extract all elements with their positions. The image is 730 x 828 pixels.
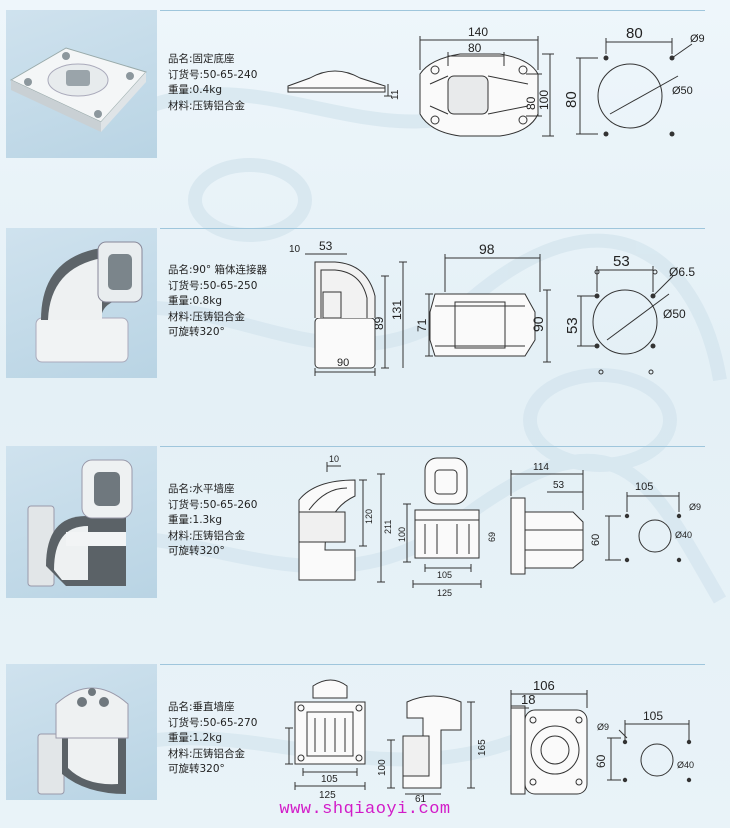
dim-label: 89 (372, 316, 386, 330)
dim-label: 60 (594, 754, 608, 768)
rotation-info: 可旋转320° (168, 545, 225, 557)
order-number: 订货号:50-65-250 (168, 279, 258, 292)
product-name: 品名:水平墙座 (168, 483, 235, 495)
dim-label: Ø6.5 (669, 265, 695, 279)
row-divider (160, 664, 705, 665)
dim-label: 106 (533, 678, 555, 693)
dim-label: Ø40 (677, 760, 694, 770)
dim-label: 10 (329, 454, 339, 464)
technical-drawing: 60 105 125 100 165 61 106 18 105 60 Ø9 Ø… (285, 678, 694, 802)
dim-label: 80 (468, 41, 482, 55)
product-name: 品名:固定底座 (168, 53, 235, 65)
product-name: 品名:垂直墙座 (168, 701, 235, 713)
dim-label: 114 (533, 462, 549, 473)
dim-label: 211 (383, 520, 393, 534)
product-name: 品名:90° 箱体连接器 (168, 264, 267, 276)
dim-label: 120 (364, 509, 374, 524)
weight: 重量:0.4kg (168, 84, 222, 96)
footer-url[interactable]: www.shqiaoyi.com (279, 800, 451, 819)
rotation-info: 可旋转320° (168, 763, 225, 775)
spec-block: 品名:水平墙座 订货号:50-65-260 重量:1.3kg 材料:压铸铝合金 … (168, 482, 257, 560)
product-photo (6, 446, 157, 598)
top-divider (160, 10, 705, 11)
material: 材料:压铸铝合金 (168, 310, 246, 323)
elbow-connector-photo-icon (35, 241, 143, 363)
dim-label: Ø9 (689, 502, 701, 512)
row-divider (160, 446, 705, 447)
dim-label: 90 (530, 316, 546, 332)
dim-label: 98 (479, 241, 495, 257)
row-divider (160, 228, 705, 229)
dim-label: Ø50 (663, 307, 686, 321)
dim-label: Ø50 (672, 85, 693, 97)
dim-label: Ø9 (597, 722, 609, 732)
dim-label: 60 (590, 534, 602, 546)
dim-label: 105 (635, 481, 653, 493)
technical-drawing: 10 53 89 131 90 98 71 90 53 53 Ø6.5 Ø50 (289, 239, 695, 376)
horizontal-wall-mount-photo-icon (27, 459, 133, 587)
product-photo (6, 10, 157, 158)
dim-label: 125 (437, 588, 452, 598)
weight: 重量:0.8kg (168, 295, 222, 307)
dim-label: Ø40 (675, 530, 692, 540)
rotation-info: 可旋转320° (168, 326, 225, 338)
dim-label: 61 (415, 794, 427, 802)
weight: 重量:1.3kg (168, 514, 222, 526)
order-number: 订货号:50-65-260 (168, 498, 258, 511)
dim-label: 53 (613, 253, 630, 270)
dim-label: 53 (319, 239, 333, 253)
dim-label: 80 (563, 91, 580, 108)
technical-drawing: 10 120 211 100 105 125 69 114 53 105 60 … (298, 454, 701, 598)
material: 材料:压铸铝合金 (168, 529, 246, 542)
dim-label: 105 (321, 774, 338, 785)
dim-label: 53 (553, 480, 565, 491)
product-photo (6, 228, 157, 378)
dim-label: 90 (337, 357, 349, 369)
weight: 重量:1.2kg (168, 732, 222, 744)
dim-label: 10 (289, 244, 301, 255)
dim-label: 125 (319, 790, 336, 801)
material: 材料:压铸铝合金 (168, 99, 246, 112)
order-number: 订货号:50-65-240 (168, 68, 258, 81)
dim-label: 105 (437, 570, 452, 580)
spec-block: 品名:90° 箱体连接器 订货号:50-65-250 重量:0.8kg 材料:压… (168, 263, 267, 341)
dim-label: 100 (397, 527, 407, 542)
dim-label: 80 (524, 96, 538, 110)
product-photo (6, 664, 157, 800)
dim-label: Ø9 (690, 33, 705, 45)
dim-label: 53 (564, 317, 581, 334)
vertical-wall-mount-photo-icon (37, 687, 129, 795)
technical-drawing: 140 80 80 100 11 80 80 Ø9 Ø50 (287, 25, 705, 137)
spec-block: 品名:垂直墙座 订货号:50-65-270 重量:1.2kg 材料:压铸铝合金 … (168, 700, 257, 778)
dim-label: 71 (415, 318, 429, 332)
dim-label: 100 (377, 759, 388, 776)
dim-label: 69 (487, 532, 497, 542)
dim-label: 60 (285, 742, 286, 754)
material: 材料:压铸铝合金 (168, 747, 246, 760)
order-number: 订货号:50-65-270 (168, 716, 258, 729)
dim-label: 80 (626, 25, 643, 42)
dim-label: 140 (468, 25, 488, 39)
spec-block: 品名:固定底座 订货号:50-65-240 重量:0.4kg 材料:压铸铝合金 (168, 52, 257, 114)
dim-label: 165 (477, 739, 488, 756)
dim-label: 100 (537, 90, 551, 110)
dim-label: 11 (390, 89, 401, 100)
dim-label: 105 (643, 709, 663, 723)
dim-label: 18 (521, 692, 535, 707)
dim-label: 131 (390, 300, 404, 320)
fixed-base-photo-icon (9, 47, 147, 132)
